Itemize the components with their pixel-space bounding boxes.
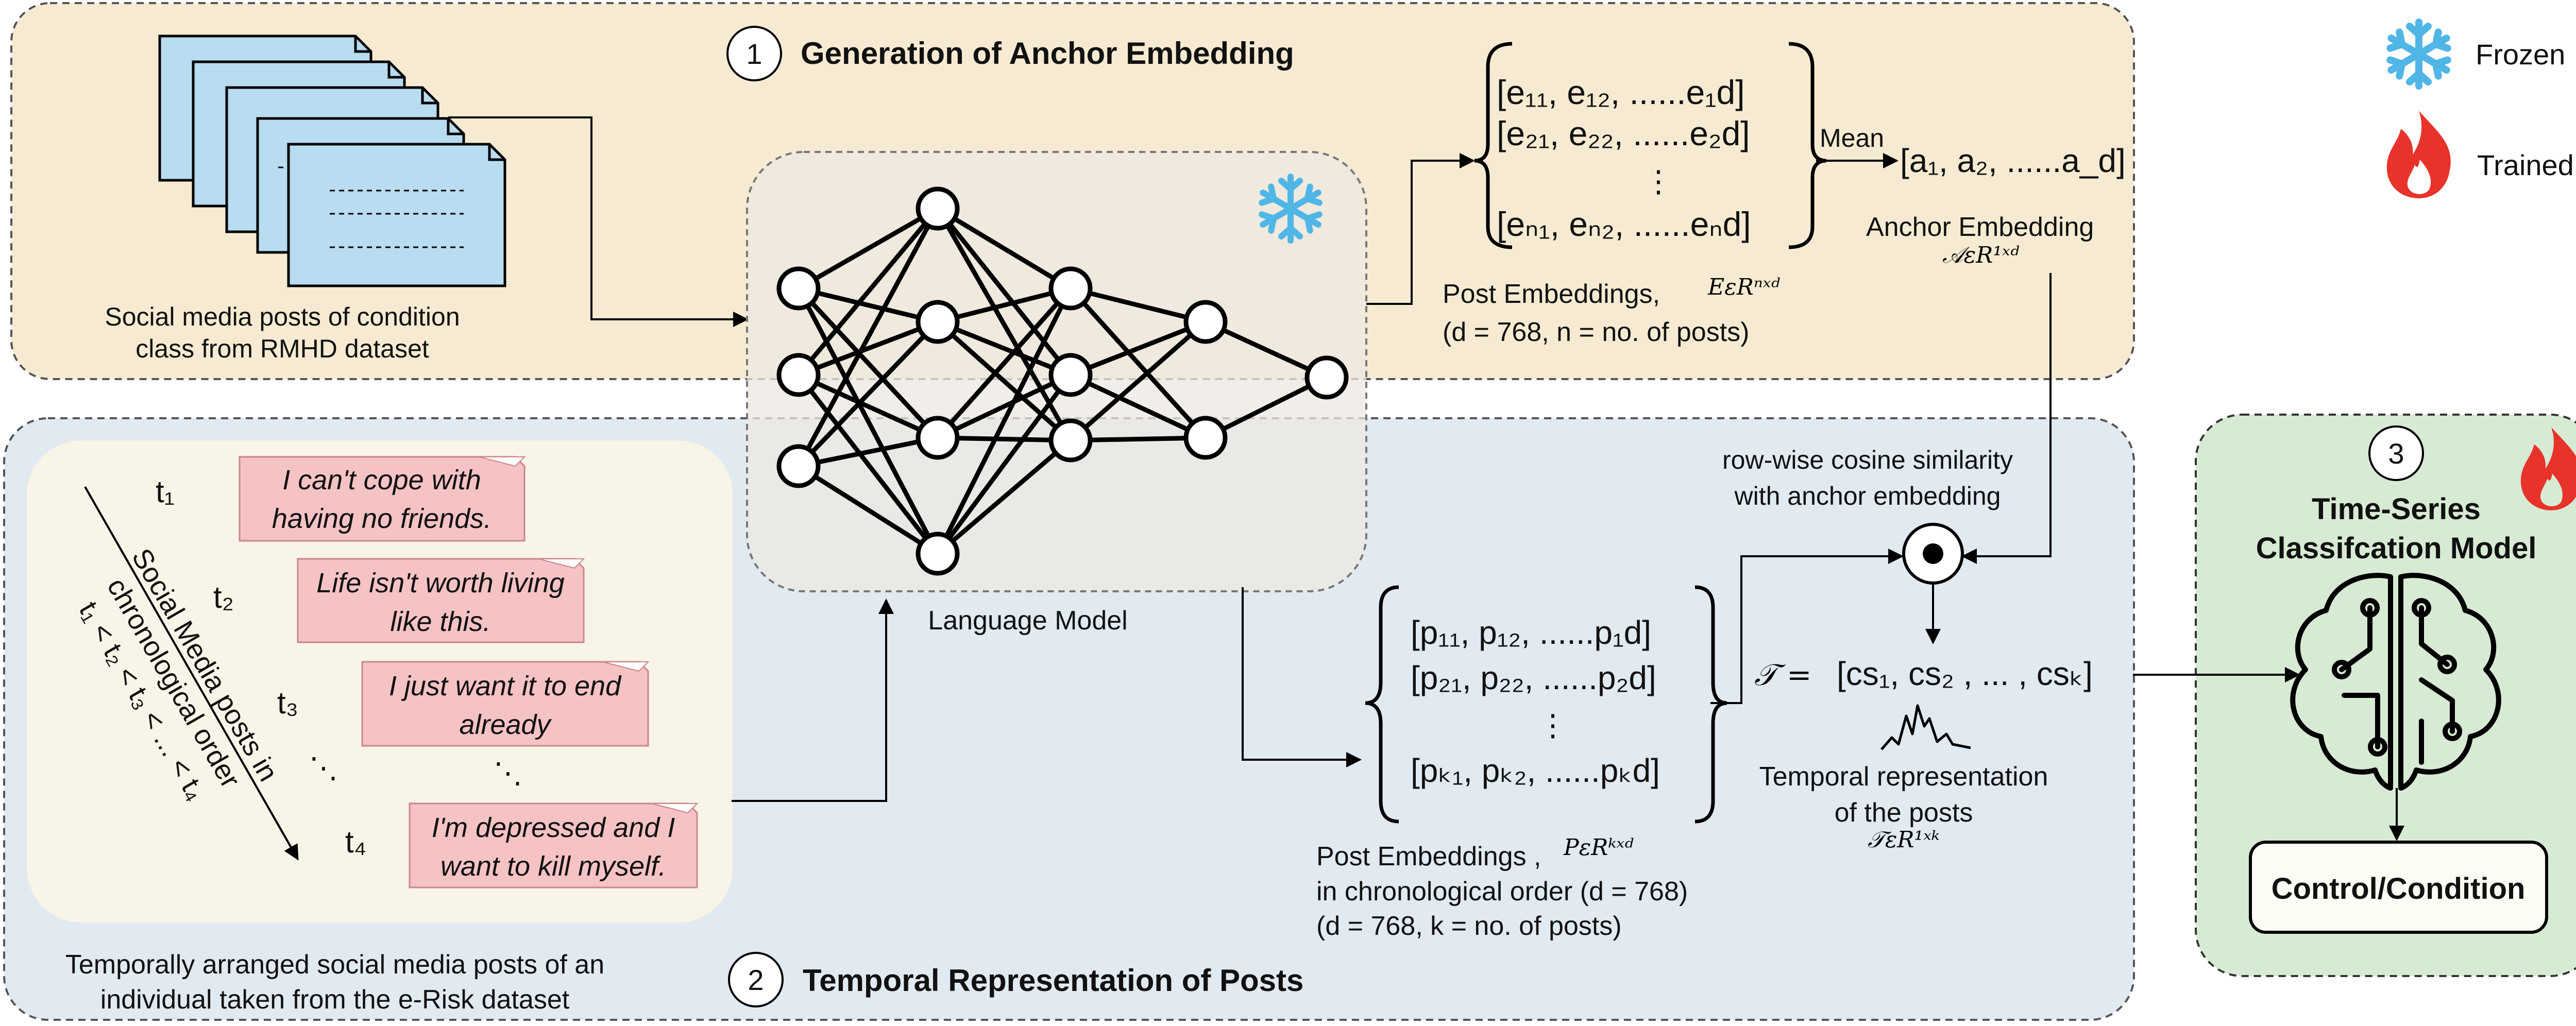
arrow-model-to-post-embeddings [1366,153,1475,305]
svg-text:I'm depressed and I: I'm depressed and I [432,812,675,843]
svg-text:Generation of Anchor Embedding: Generation of Anchor Embedding [801,36,1294,71]
post-card-2: Life isn't worth living like this. [297,558,585,643]
timeline-caption: Temporally arranged social media posts o… [65,950,604,980]
svg-text:like this.: like this. [390,606,490,637]
arrow-posts-to-model [732,598,894,802]
chrono-embeddings-line3: (d = 768, k = no. of posts) [1316,911,1622,941]
legend-frozen-label: Frozen [2476,38,2565,71]
temporal-caption: Temporal representation [1759,762,2048,792]
time-label-t1: t₁ [156,474,175,509]
svg-text:I can't cope with: I can't cope with [282,465,481,495]
language-model-label: Language Model [928,606,1127,636]
svg-text:[e₂₁, e₂₂, ......e₂d]: [e₂₁, e₂₂, ......e₂d] [1497,114,1750,152]
rmhd-documents [158,35,506,287]
svg-text:2: 2 [748,964,764,996]
temporal-caption-2: of the posts [1835,798,1973,828]
cosine-label: row-wise cosine similarity [1722,446,2013,474]
anchor-label: Anchor Embedding [1866,212,2094,242]
post-card-1: I can't cope with having no friends. [239,456,526,542]
chrono-embeddings-line2: in chronological order (d = 768) [1316,877,1688,907]
anchor-vector: [a₁, a₂, ......a_d] [1900,142,2126,179]
svg-text:already: already [459,709,552,740]
section2-heading: 2 Temporal Representation of Posts [728,952,1303,1007]
section1-heading: 1 Generation of Anchor Embedding [726,26,1294,81]
svg-text:[eₙ₁, eₙ₂, ......eₙd]: [eₙ₁, eₙ₂, ......eₙd] [1497,205,1751,243]
svg-text:1: 1 [746,38,762,70]
brain-circuit-icon [2290,573,2501,791]
snowflake-icon [2386,19,2451,86]
temporal-formula: 𝒯εR¹ˣᵏ [1868,827,1940,853]
neural-network-icon [776,186,1349,576]
chrono-embeddings-formula: PεRᵏˣᵈ [1563,834,1634,861]
post-embeddings-matrix: [e₁₁, e₁₂, ......e₁d] [e₂₁, e₂₂, ......e… [1474,42,1827,249]
timeline-arrow [84,486,299,861]
output-box [2249,841,2548,934]
svg-text:Life isn't worth living: Life isn't worth living [316,568,565,598]
temporal-signal-icon [1880,704,1971,750]
legend-trained-label: Trained [2477,149,2574,181]
svg-text:[p₂₁, p₂₂, ......p₂d]: [p₂₁, p₂₂, ......p₂d] [1411,659,1656,696]
time-label-t2: t₂ [213,580,234,614]
flame-icon [2386,111,2451,198]
rmhd-caption-2: class from RMHD dataset [135,334,429,363]
chrono-embeddings-caption: Post Embeddings , [1316,842,1541,871]
arrow-docs-to-model [448,116,749,327]
post-card-3: I just want it to end already [361,661,650,747]
svg-text:I just want it to end: I just want it to end [389,671,622,702]
timeline-dots: ⋱ [309,751,338,784]
anchor-formula: 𝒜εR¹ˣᵈ [1942,242,2020,268]
timeline-caption-2: individual taken from the e-Risk dataset [100,985,570,1015]
chrono-embeddings-matrix: [p₁₁, p₁₂, ......p₁d] [p₂₁, p₂₂, ......p… [1365,585,1727,824]
svg-text:having no friends.: having no friends. [272,503,492,534]
svg-text:Temporal Representation of Pos: Temporal Representation of Posts [803,963,1303,998]
mean-label: Mean [1820,124,1884,152]
svg-text:⋮: ⋮ [1538,709,1568,742]
arrow-model-to-chrono-embeddings [1242,587,1362,767]
svg-text:3: 3 [2388,437,2404,470]
section3-panel [2195,414,2576,977]
post-embeddings-formula: EεRⁿˣᵈ [1707,274,1780,300]
temporal-symbol: 𝒯 = [1754,657,1811,692]
svg-text:want to kill myself.: want to kill myself. [440,851,666,882]
section3-heading: 3 Time-Series Classifcation Model [2256,425,2537,565]
temporal-vector: [cs₁, cs₂ , ... , csₖ] [1837,655,2093,692]
time-label-t4: t₄ [345,825,366,859]
rmhd-caption: Social media posts of condition [105,302,460,331]
time-label-t3: t₃ [277,686,298,720]
post-card-4: I'm depressed and I want to kill myself. [409,802,699,888]
posts-dots: ⋱ [494,757,522,789]
svg-text:[pₖ₁, pₖ₂, ......pₖd]: [pₖ₁, pₖ₂, ......pₖd] [1411,752,1660,789]
classifier-flame-icon [2521,427,2576,510]
svg-text:⋮: ⋮ [1643,165,1673,198]
svg-text:Classifcation Model: Classifcation Model [2256,532,2537,565]
output-label: Control/Condition [2272,872,2526,905]
arrow-anchor-to-similarity [1961,273,2052,564]
cosine-label-2: with anchor embedding [1734,482,2001,510]
svg-text:[p₁₁, p₁₂, ......p₁d]: [p₁₁, p₁₂, ......p₁d] [1411,614,1651,651]
svg-text:Time-Series: Time-Series [2312,492,2481,526]
post-embeddings-params: (d = 768, n = no. of posts) [1443,317,1750,347]
svg-text:[e₁₁, e₁₂, ......e₁d]: [e₁₁, e₁₂, ......e₁d] [1497,73,1745,111]
post-embeddings-caption: Post Embeddings, [1443,279,1660,309]
